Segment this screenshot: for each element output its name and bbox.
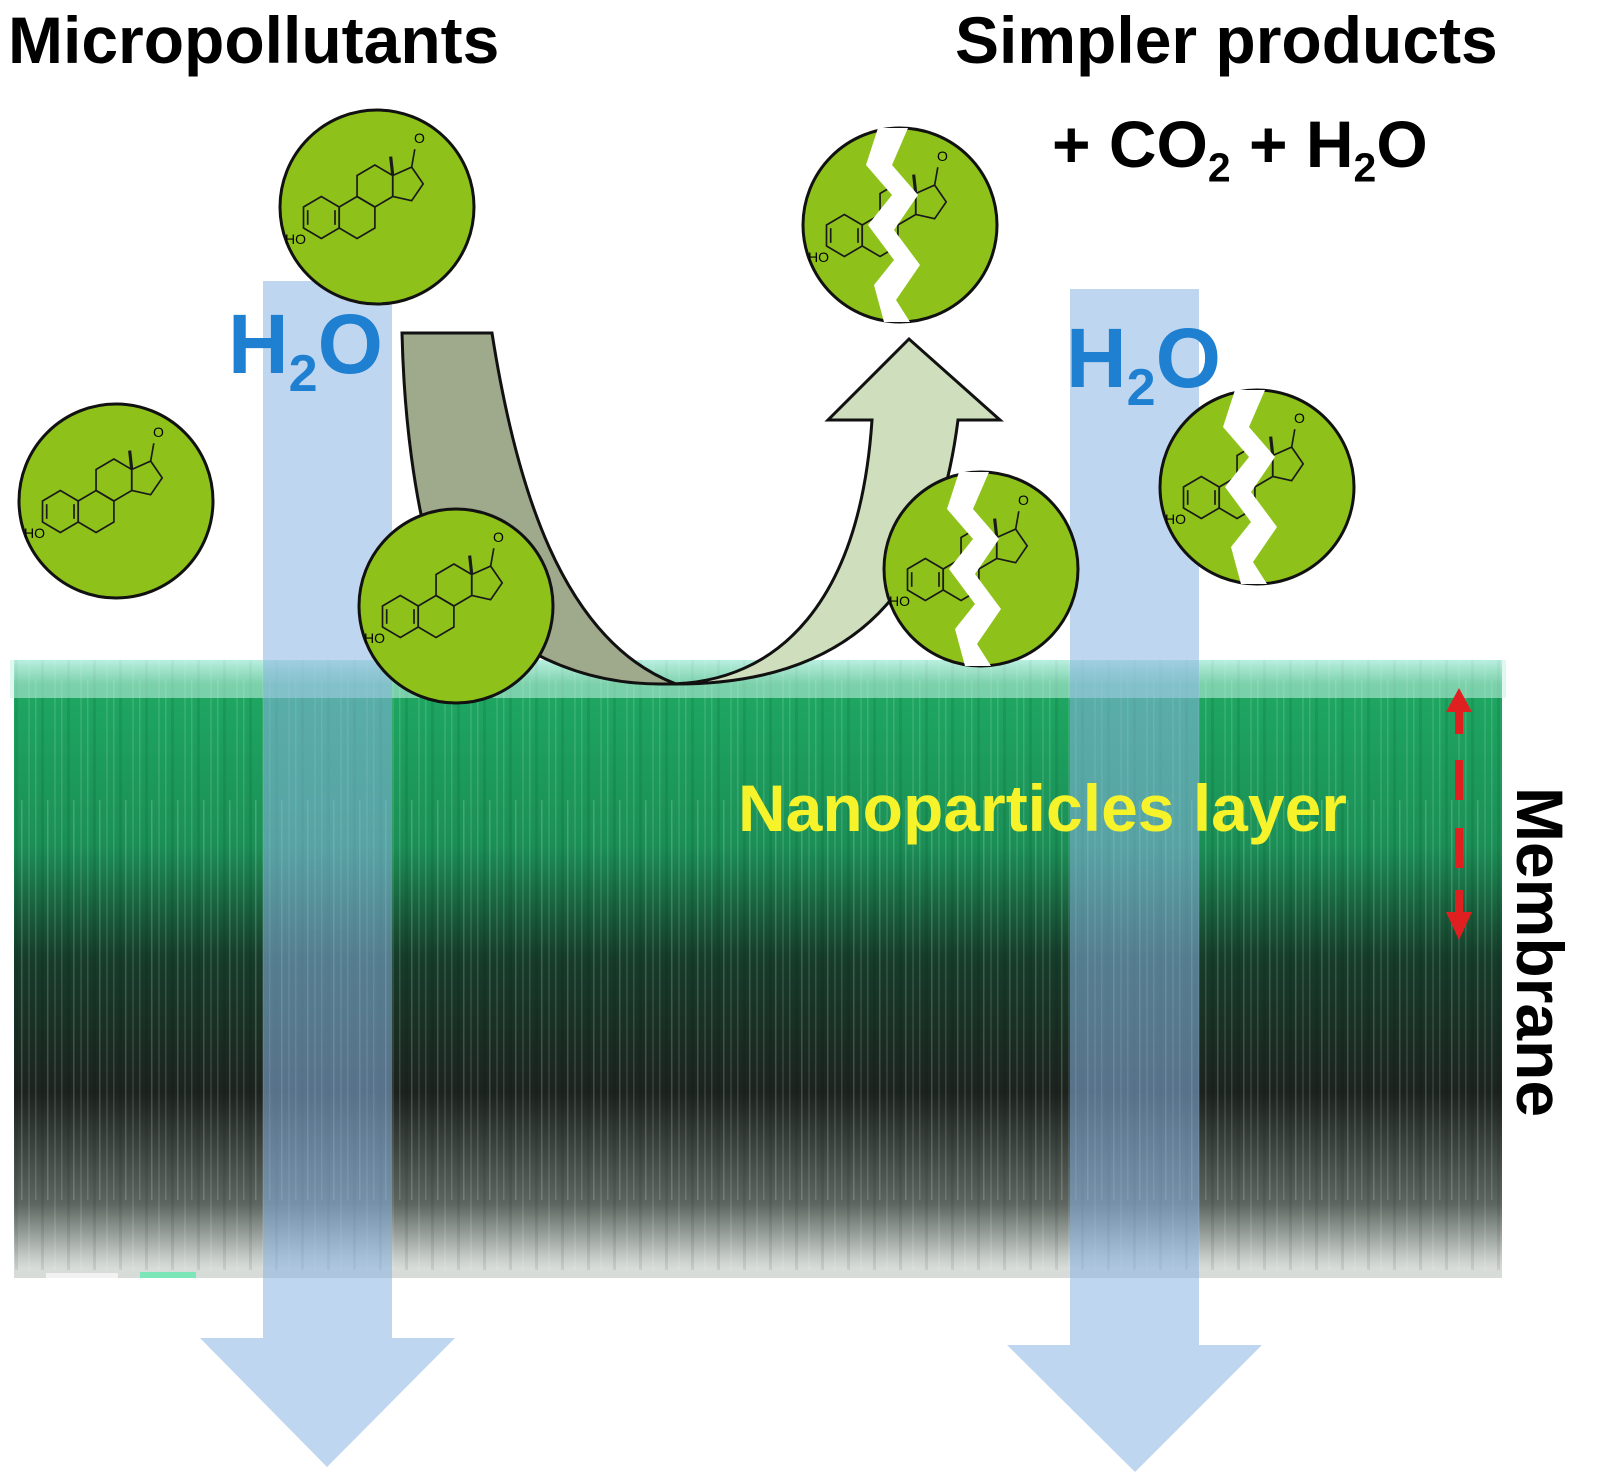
ho-label: HO (1165, 511, 1186, 527)
water-h: H (1066, 311, 1127, 405)
molecule-intact-center: HO O (357, 507, 555, 705)
water-label-left: H2O (228, 296, 383, 404)
h2o-tail: O (1376, 107, 1428, 181)
water-sub: 2 (1126, 359, 1156, 418)
h2o-prefix: + H (1230, 107, 1354, 181)
water-o: O (317, 297, 383, 391)
ho-label: HO (364, 630, 385, 646)
o-label: O (1294, 410, 1305, 426)
water-h: H (228, 297, 289, 391)
co2-prefix: + CO (1052, 107, 1208, 181)
ho-label: HO (889, 593, 910, 609)
o-label: O (414, 130, 425, 146)
molecule-intact-left: HO O (17, 402, 215, 600)
simpler-products-title: Simpler products (955, 3, 1498, 77)
molecule-degraded-right: HO O (1158, 388, 1356, 586)
water-label-right: H2O (1066, 310, 1221, 418)
water-o: O (1155, 311, 1221, 405)
molecule-degraded-center: HO O (882, 470, 1080, 668)
membrane-label: Membrane (1503, 786, 1577, 1118)
water-flow-arrow-left (200, 281, 455, 1467)
o-label: O (493, 529, 504, 545)
o-label: O (153, 424, 164, 440)
ho-label: HO (285, 231, 306, 247)
co2-subscript: 2 (1207, 144, 1231, 191)
molecule-degraded-top: HO O (801, 126, 999, 324)
ho-label: HO (808, 249, 829, 265)
degradation-up-arrow (665, 336, 1004, 686)
h2o-subscript: 2 (1353, 144, 1377, 191)
membrane-block (10, 660, 1506, 1278)
micropollutants-title: Micropollutants (8, 3, 500, 77)
molecule-intact-top: HO O (278, 108, 476, 306)
nanoparticles-layer-label: Nanoparticles layer (738, 771, 1347, 845)
o-label: O (1018, 492, 1029, 508)
byproducts-formula: + CO2 + H2O (1052, 106, 1428, 191)
ho-label: HO (24, 525, 45, 541)
layer-thickness-indicator (1446, 688, 1472, 940)
o-label: O (937, 148, 948, 164)
water-sub: 2 (288, 345, 318, 404)
